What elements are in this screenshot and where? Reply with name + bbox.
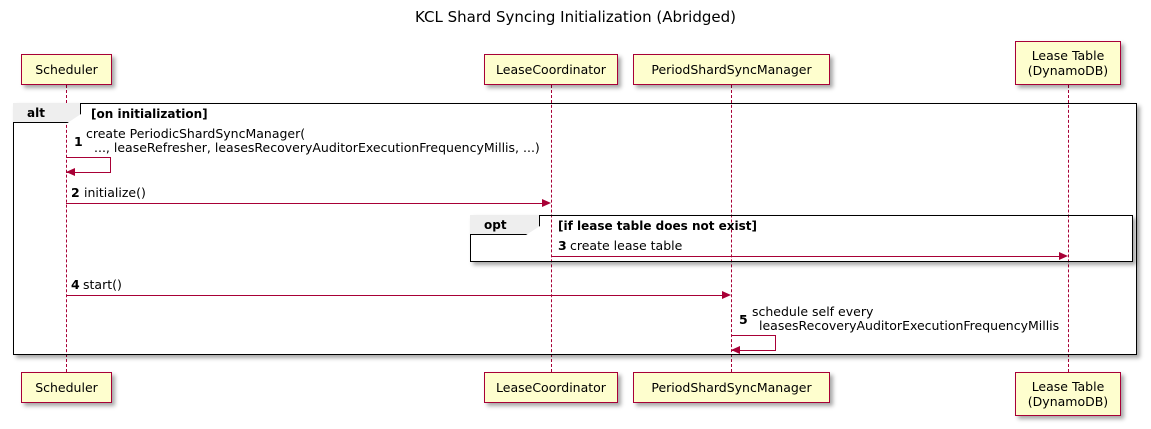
participant-lease-coordinator-bottom[interactable]: LeaseCoordinator (484, 372, 618, 403)
participant-label: Scheduler (35, 380, 98, 395)
participant-label-line2: (DynamoDB) (1027, 63, 1109, 78)
message-3-arrow-head (1059, 251, 1068, 260)
participant-label: PeriodShardSyncManager (651, 380, 812, 395)
participant-label-line1: Lease Table (1031, 48, 1105, 63)
message-5-number: 5 (739, 312, 748, 327)
participant-scheduler-bottom[interactable]: Scheduler (21, 372, 112, 403)
message-5-text-line1: schedule self every (752, 304, 874, 319)
opt-frame-tab-label: opt (484, 217, 507, 232)
participant-label-line1: Lease Table (1031, 379, 1105, 394)
participant-lease-coordinator-top[interactable]: LeaseCoordinator (484, 54, 618, 85)
message-3-label: create lease table (570, 239, 682, 253)
message-1-text-line2: ..., leaseRefresher, leasesRecoveryAudit… (94, 140, 540, 155)
lifeline-period-shard-sync-manager (731, 85, 732, 372)
message-2-arrow-head (542, 198, 551, 207)
opt-frame-condition: [if lease table does not exist] (558, 219, 758, 233)
participant-label: LeaseCoordinator (496, 380, 606, 395)
opt-frame-tab: opt (470, 215, 540, 235)
message-2-line (66, 203, 543, 204)
message-1-label-line2: ..., leaseRefresher, leasesRecoveryAudit… (94, 141, 540, 155)
message-4-label: start() (83, 278, 122, 292)
message-3-number: 3 (558, 238, 567, 253)
message-5-text-line2: leasesRecoveryAuditorExecutionFrequencyM… (759, 318, 1060, 333)
participant-label: LeaseCoordinator (496, 62, 606, 77)
lifeline-lease-coordinator (551, 85, 552, 372)
message-1-self-loop (66, 157, 111, 173)
message-5-label-line2: leasesRecoveryAuditorExecutionFrequencyM… (759, 319, 1059, 333)
participant-lease-table-top[interactable]: Lease Table (DynamoDB) (1015, 41, 1121, 85)
message-1-arrow-head (66, 168, 75, 176)
lifeline-lease-table (1068, 85, 1069, 372)
participant-label: PeriodShardSyncManager (651, 62, 812, 77)
message-1-label-line1: create PeriodicShardSyncManager( (86, 127, 305, 141)
participant-scheduler-top[interactable]: Scheduler (21, 54, 112, 85)
message-2-text: initialize() (84, 185, 146, 200)
message-5-label-line1: schedule self every (752, 305, 873, 319)
message-4-line (66, 295, 723, 296)
message-3-line (551, 256, 1060, 257)
participant-lease-table-bottom[interactable]: Lease Table (DynamoDB) (1015, 372, 1121, 416)
participant-period-shard-sync-manager-top[interactable]: PeriodShardSyncManager (633, 54, 830, 85)
alt-frame-condition: [on initialization] (91, 107, 208, 121)
lifeline-scheduler (66, 85, 67, 372)
message-4-text: start() (83, 277, 122, 292)
message-4-number: 4 (71, 277, 80, 292)
alt-frame (13, 103, 1137, 355)
message-4-arrow-head (722, 290, 731, 299)
message-1-text-line1: create PeriodicShardSyncManager( (86, 126, 306, 141)
alt-frame-tab-label: alt (27, 105, 45, 120)
page-title: KCL Shard Syncing Initialization (Abridg… (415, 8, 736, 26)
participant-label: Scheduler (35, 62, 98, 77)
message-3-text: create lease table (570, 238, 683, 253)
opt-frame (470, 215, 1133, 262)
message-2-label: initialize() (84, 186, 146, 200)
message-2-number: 2 (71, 185, 80, 200)
message-5-arrow-head (731, 346, 740, 354)
alt-frame-tab: alt (13, 103, 81, 123)
message-5-self-loop (731, 335, 776, 351)
participant-period-shard-sync-manager-bottom[interactable]: PeriodShardSyncManager (633, 372, 830, 403)
participant-label-line2: (DynamoDB) (1027, 394, 1109, 409)
message-1-number: 1 (74, 134, 83, 149)
